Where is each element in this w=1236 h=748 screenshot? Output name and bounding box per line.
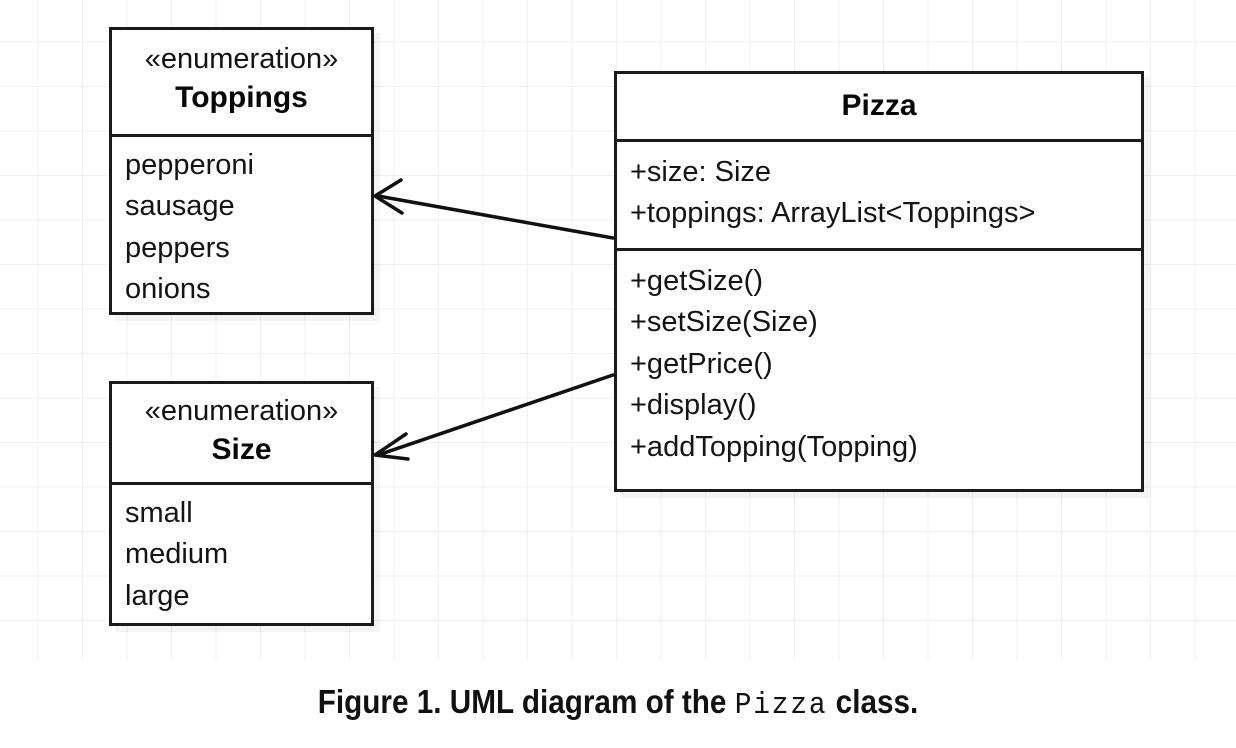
attribute-row: +size: Size <box>630 156 772 188</box>
enum-literal: large <box>125 579 190 612</box>
stereotype-label: «enumeration» <box>144 395 339 427</box>
class-name-label: Pizza <box>841 89 917 122</box>
stereotype-label: «enumeration» <box>144 43 339 75</box>
enum-literal: sausage <box>125 190 235 223</box>
figure-caption: Figure 1. UML diagram of the Pizza class… <box>62 683 1174 723</box>
class-members-toppings: pepperoni sausage peppers onions <box>112 134 371 319</box>
class-name-label: Size <box>211 433 272 467</box>
caption-code-term: Pizza <box>734 688 828 723</box>
class-attributes-pizza: +size: Size +toppings: ArrayList<Topping… <box>617 139 1141 248</box>
class-members-size: small medium large <box>112 482 371 625</box>
operation-row: +getSize() <box>630 265 763 297</box>
operation-row: +display() <box>630 389 757 422</box>
caption-text-after: class. <box>835 683 919 720</box>
class-header-pizza: Pizza <box>617 74 1141 139</box>
enum-literal: medium <box>125 538 229 571</box>
caption-text-before: Figure 1. UML diagram of the <box>317 683 727 720</box>
class-header-size: «enumeration» Size <box>112 384 371 482</box>
operation-row: +addTopping(Topping) <box>630 430 918 463</box>
operation-row: +setSize(Size) <box>630 306 818 339</box>
attribute-row: +toppings: ArrayList<Toppings> <box>630 197 1036 230</box>
class-operations-pizza: +getSize() +setSize(Size) +getPrice() +d… <box>617 248 1141 486</box>
enum-literal: small <box>125 497 193 529</box>
class-header-toppings: «enumeration» Toppings <box>112 30 371 134</box>
class-box-pizza[interactable]: Pizza +size: Size +toppings: ArrayList<T… <box>614 71 1144 492</box>
class-box-toppings[interactable]: «enumeration» Toppings pepperoni sausage… <box>109 27 374 315</box>
enum-literal: peppers <box>125 231 230 264</box>
enum-literal: pepperoni <box>125 149 254 181</box>
class-box-size[interactable]: «enumeration» Size small medium large <box>109 381 374 626</box>
class-name-label: Toppings <box>175 81 308 115</box>
operation-row: +getPrice() <box>630 347 773 380</box>
enum-literal: onions <box>125 273 211 306</box>
